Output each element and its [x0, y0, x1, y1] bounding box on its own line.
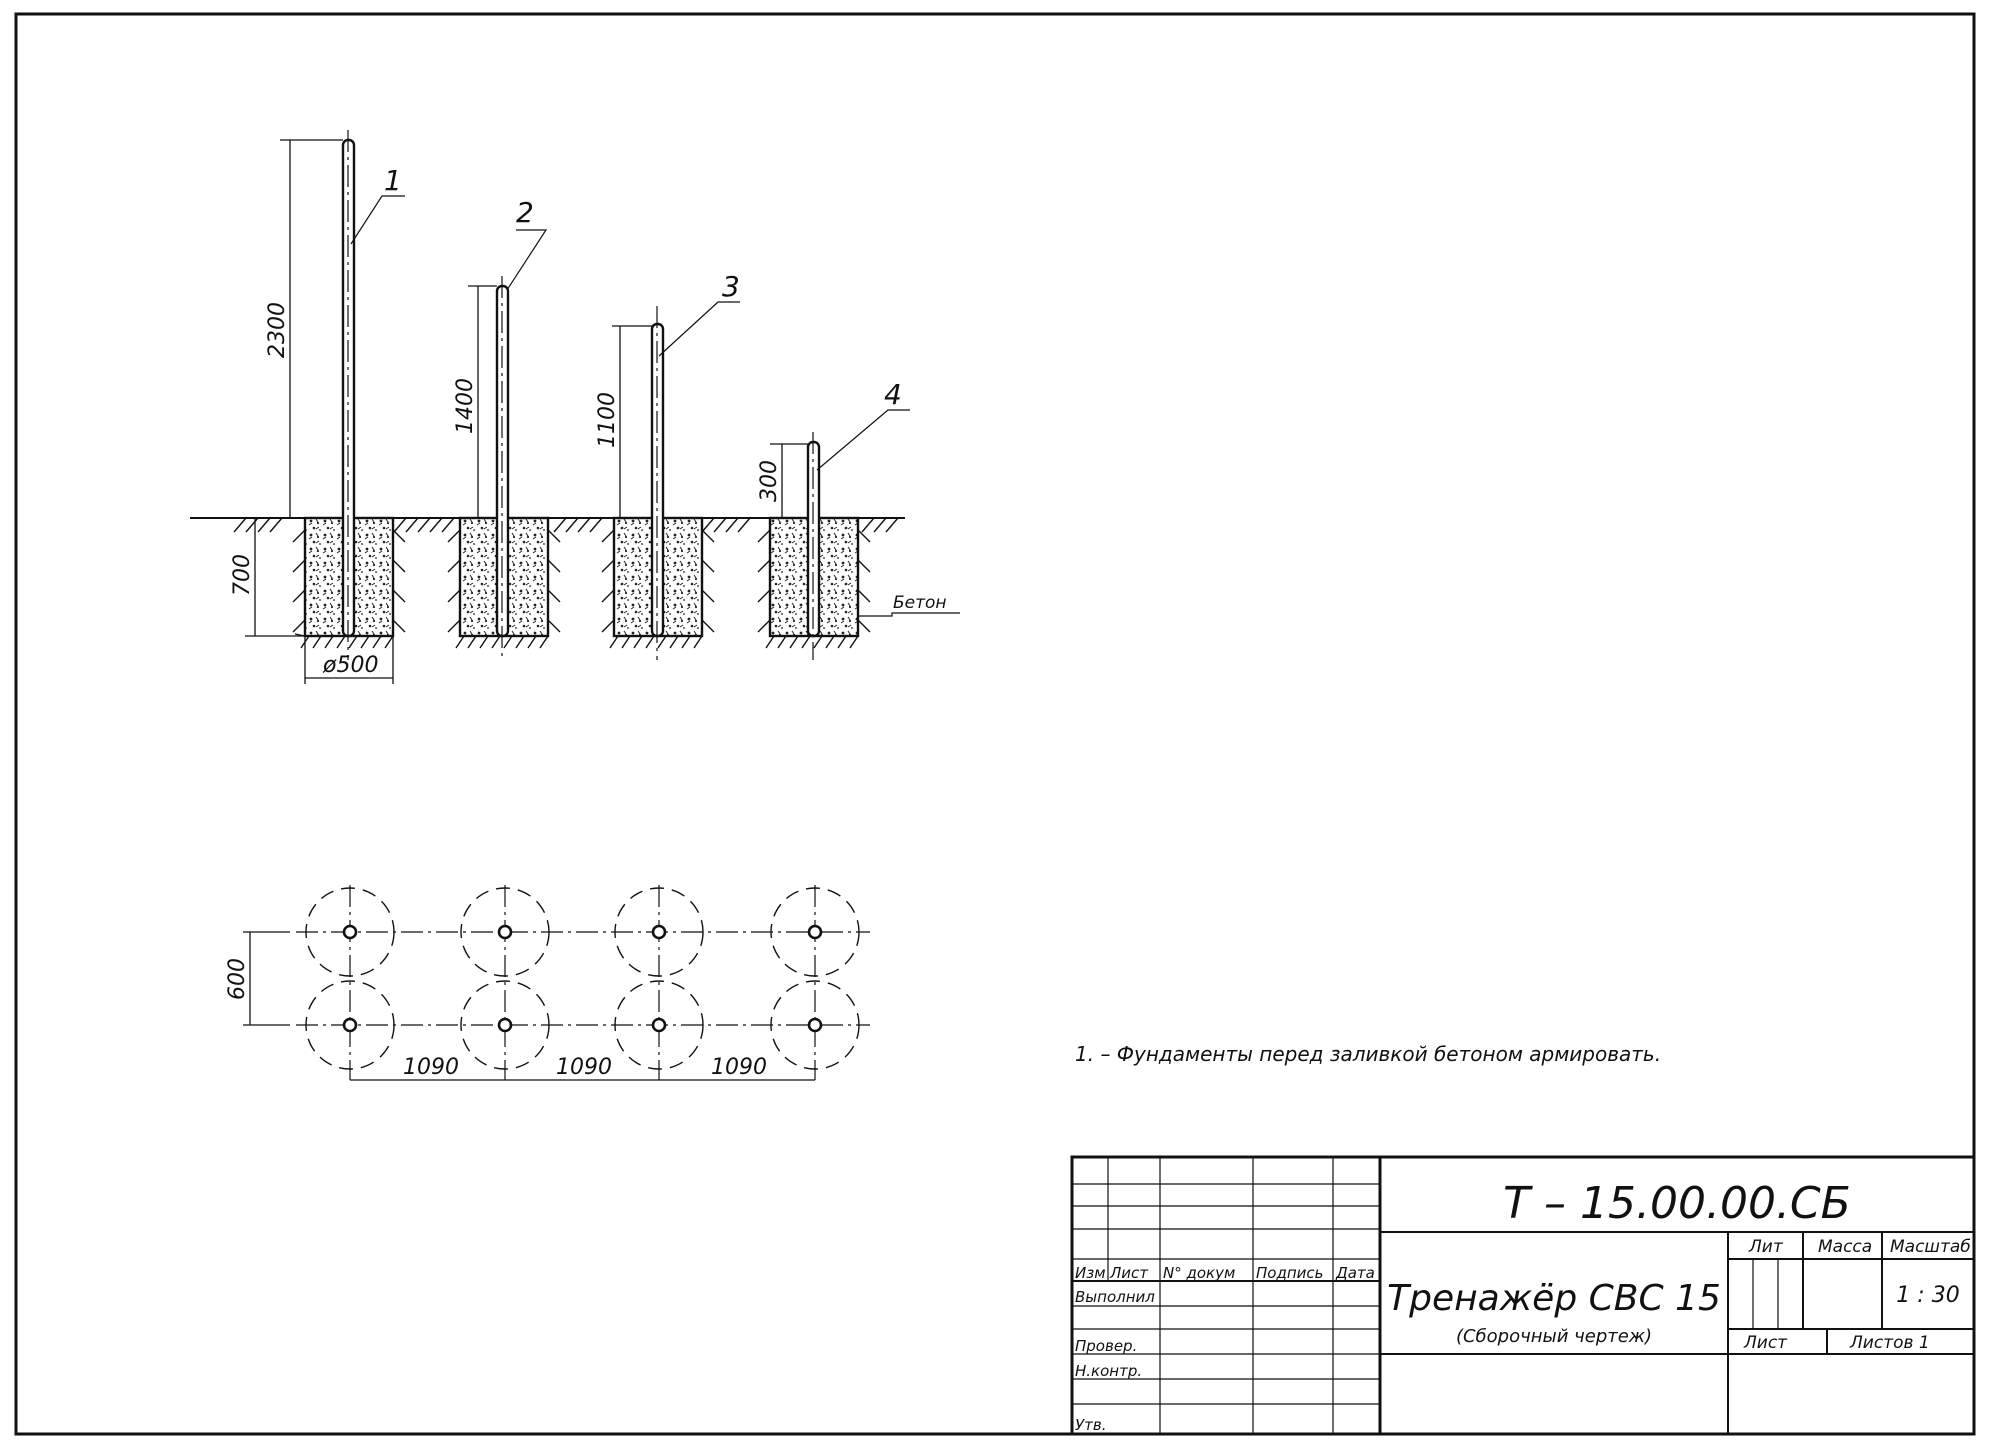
title-block-role-norm-control: Н.контр. — [1075, 1362, 1142, 1380]
plan-view — [243, 885, 870, 1081]
title-block-header-izm: Изм — [1075, 1264, 1106, 1282]
scale-label: Масштаб — [1890, 1237, 1971, 1257]
column-spacing-3-label: 1090 — [711, 1055, 767, 1080]
row-spacing-label: 600 — [225, 958, 250, 1000]
mass-label: Масса — [1818, 1237, 1872, 1257]
position-4-label: 4 — [884, 378, 902, 411]
position-2-label: 2 — [516, 196, 534, 229]
scale-value: 1 : 30 — [1896, 1283, 1959, 1308]
post-4-height-label: 300 — [757, 460, 782, 502]
lit-label: Лит — [1748, 1237, 1784, 1257]
technical-note: 1. – Фундаменты перед заливкой бетоном а… — [1075, 1042, 1661, 1066]
material-label: Бетон — [893, 593, 947, 613]
title-block-role-checked: Провер. — [1075, 1337, 1137, 1355]
column-spacing-2-label: 1090 — [556, 1055, 612, 1080]
post-1-height-label: 2300 — [265, 302, 290, 358]
title-block-header-date: Дата — [1335, 1264, 1375, 1282]
title-block-header-doc: N° докум — [1163, 1264, 1235, 1282]
sheet-label: Лист — [1743, 1333, 1788, 1353]
position-3-label: 3 — [722, 270, 740, 303]
title-block-header-list: Лист — [1109, 1264, 1149, 1282]
title-block-header-signature: Подпись — [1256, 1264, 1323, 1282]
depth-label: 700 — [230, 554, 255, 596]
position-1-label: 1 — [384, 164, 402, 197]
diameter-label: ø500 — [322, 653, 378, 678]
post-3-height-label: 1100 — [595, 392, 620, 448]
post-axes — [347, 130, 814, 660]
title-block-role-approved: Утв. — [1075, 1416, 1107, 1434]
post-2-height-label: 1400 — [453, 378, 478, 434]
title-block — [1070, 1155, 1976, 1436]
position-leaders — [350, 195, 960, 617]
column-spacing-1-label: 1090 — [403, 1055, 459, 1080]
drawing-code: Т – 15.00.00.СБ — [1503, 1178, 1851, 1229]
drawing-frame — [14, 12, 1976, 1436]
height-dimensions — [245, 139, 808, 684]
title-block-role-performed: Выполнил — [1075, 1288, 1155, 1306]
sheets-label: Листов 1 — [1849, 1333, 1930, 1353]
product-name: Тренажёр СВС 15 — [1387, 1278, 1721, 1319]
drawing-type: (Сборочный чертеж) — [1456, 1326, 1652, 1347]
